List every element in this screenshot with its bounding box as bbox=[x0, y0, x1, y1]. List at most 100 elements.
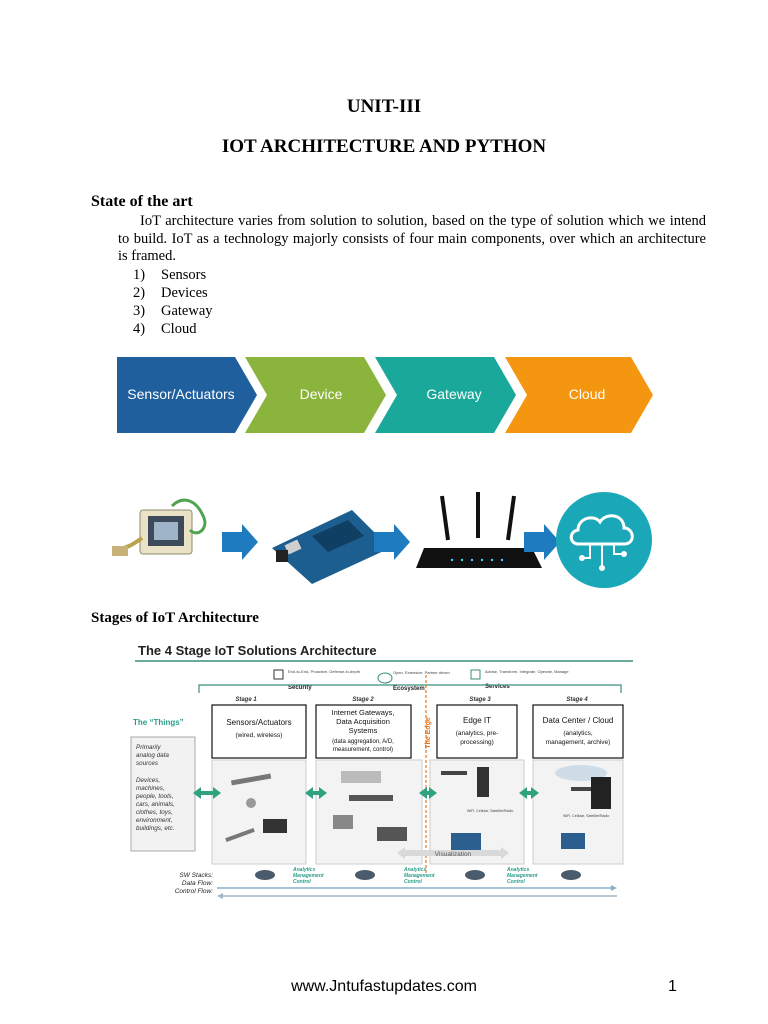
stage-4-sub-line: management, archive) bbox=[546, 739, 611, 746]
arduino-board-icon bbox=[272, 510, 390, 584]
lock-icon bbox=[273, 669, 284, 680]
stage-2-title-line: Internet Gateways, bbox=[332, 708, 395, 717]
stage-3-wifi-label: WiFi, Cellular, Satellite/Radio bbox=[467, 809, 513, 813]
ecosystem-sub: Open, Extensive, Partner driven bbox=[393, 670, 450, 675]
double-arrow-icon bbox=[305, 787, 327, 799]
services-icon bbox=[470, 669, 481, 680]
intro-paragraph: IoT architecture varies from solution to… bbox=[118, 213, 706, 266]
security-sub: End-to-End, Proactive, Defense-in-depth bbox=[288, 669, 360, 674]
stage-4-box bbox=[532, 704, 624, 759]
amc-line: Control bbox=[507, 879, 525, 885]
footer-website: www.Jntufastupdates.com bbox=[291, 978, 477, 995]
stage-3-box bbox=[436, 704, 518, 759]
list-item: 3) Gateway bbox=[133, 302, 213, 320]
control-flow-label: Control Flow: bbox=[175, 888, 213, 895]
list-item: 2) Devices bbox=[133, 284, 213, 302]
services-label: Services bbox=[485, 684, 510, 690]
stage-4-wifi-label: WiFi, Cellular, Satellite/Radio bbox=[563, 814, 609, 818]
visualization-label: Visualization bbox=[435, 851, 472, 858]
intro-paragraph-text: IoT architecture varies from solution to… bbox=[118, 213, 706, 264]
amc-line: Analytics bbox=[506, 867, 529, 873]
things-line: machines, bbox=[136, 785, 165, 792]
double-arrow-icon bbox=[193, 787, 221, 799]
arrow-right-icon bbox=[524, 524, 560, 560]
things-title: The “Things” bbox=[133, 718, 184, 727]
stage-1-sub: (wired, wireless) bbox=[236, 732, 283, 739]
list-item-label: Cloud bbox=[161, 321, 197, 337]
flow-step-sensor-actuators bbox=[117, 357, 257, 433]
section-heading-state-of-art: State of the art bbox=[91, 193, 193, 210]
stage-3-sub-line: (analytics, pre- bbox=[456, 730, 499, 737]
cloud-network-icon bbox=[556, 492, 652, 588]
stage-1-title: Sensors/Actuators bbox=[226, 718, 291, 727]
list-item-number: 2) bbox=[133, 285, 146, 301]
stage-2-title-line: Systems bbox=[349, 726, 378, 735]
stage-3-label: Stage 3 bbox=[469, 697, 491, 703]
list-item-number: 4) bbox=[133, 321, 146, 337]
database-icon bbox=[561, 870, 581, 880]
document-title: IOT ARCHITECTURE AND PYTHON bbox=[221, 136, 547, 157]
amc-line: Management bbox=[404, 873, 435, 879]
page-number: 1 bbox=[668, 978, 677, 995]
stage-2-sub-line: (data aggregation, A/D, bbox=[332, 739, 394, 745]
amc-line: Control bbox=[293, 879, 311, 885]
list-item: 4) Cloud bbox=[133, 320, 213, 338]
services-sub: Advise, Transform, Integrate, Operate, M… bbox=[485, 669, 569, 674]
flow-label-gateway: Gateway bbox=[426, 386, 481, 402]
list-item-number: 3) bbox=[133, 303, 146, 319]
ecosystem-label: Ecosystem bbox=[393, 686, 425, 692]
things-line: people, tools, bbox=[135, 793, 174, 800]
data-flow-arrowhead bbox=[611, 885, 617, 891]
database-icon bbox=[465, 870, 485, 880]
stage-2-sub-line: measurement, control) bbox=[333, 747, 393, 753]
things-line: analog data bbox=[136, 752, 169, 759]
data-flow-label: Data Flow: bbox=[182, 880, 213, 887]
list-item-label: Devices bbox=[161, 285, 208, 301]
things-line: cars, animals, bbox=[136, 801, 175, 808]
stage-4-sub-line: (analytics, bbox=[563, 730, 592, 737]
things-line: environment, bbox=[136, 817, 173, 824]
flow-step-gateway bbox=[375, 357, 516, 433]
edge-label: The Edge bbox=[425, 717, 432, 749]
sensor-board-icon bbox=[112, 498, 207, 556]
list-item-number: 1) bbox=[133, 267, 146, 283]
hardware-images-row bbox=[112, 492, 652, 588]
list-item-label: Gateway bbox=[161, 303, 213, 319]
list-item-label: Sensors bbox=[161, 267, 207, 283]
arrow-right-icon bbox=[222, 524, 258, 560]
ecosystem-icon bbox=[377, 672, 393, 684]
four-stage-architecture-diagram: The 4 Stage IoT Solutions Architecture E… bbox=[121, 637, 639, 905]
stage-2-box bbox=[315, 704, 412, 759]
router-icon bbox=[416, 492, 542, 568]
flow-step-device bbox=[245, 357, 386, 433]
list-item: 1) Sensors bbox=[133, 266, 213, 284]
stage-3-title: Edge IT bbox=[463, 716, 491, 725]
flow-step-cloud bbox=[505, 357, 653, 433]
amc-line: Management bbox=[293, 873, 324, 879]
components-list: 1) Sensors 2) Devices 3) Gateway 4) Cloud bbox=[133, 266, 213, 338]
database-icon bbox=[355, 870, 375, 880]
flow-label-sensor-actuators: Sensor/Actuators bbox=[127, 386, 234, 402]
visualization-band bbox=[397, 847, 509, 859]
stage-1-label: Stage 1 bbox=[235, 697, 257, 703]
arrow-right-icon bbox=[374, 524, 410, 560]
sw-stack-icons bbox=[255, 870, 581, 880]
stage-3-sub-line: processing) bbox=[460, 739, 494, 746]
sw-stacks-label: SW Stacks: bbox=[179, 872, 213, 879]
stage-4-title: Data Center / Cloud bbox=[543, 716, 614, 725]
security-label: Security bbox=[288, 685, 312, 691]
amc-line: Analytics bbox=[403, 867, 426, 873]
things-line: Primarily bbox=[136, 744, 161, 751]
diagram-title: The 4 Stage IoT Solutions Architecture bbox=[138, 643, 377, 658]
flow-label-cloud: Cloud bbox=[569, 386, 606, 402]
double-arrow-icon bbox=[419, 787, 437, 799]
double-arrow-icon bbox=[519, 787, 539, 799]
things-line: sources bbox=[136, 760, 159, 767]
things-box bbox=[130, 736, 196, 852]
amc-line: Control bbox=[404, 879, 422, 885]
component-flow-diagram: Sensor/Actuators Device Gateway Cloud bbox=[117, 357, 653, 433]
amc-line: Analytics bbox=[292, 867, 315, 873]
stage-2-title-line: Data Acquisition bbox=[336, 717, 390, 726]
stage-1-box bbox=[211, 704, 307, 759]
database-icon bbox=[255, 870, 275, 880]
